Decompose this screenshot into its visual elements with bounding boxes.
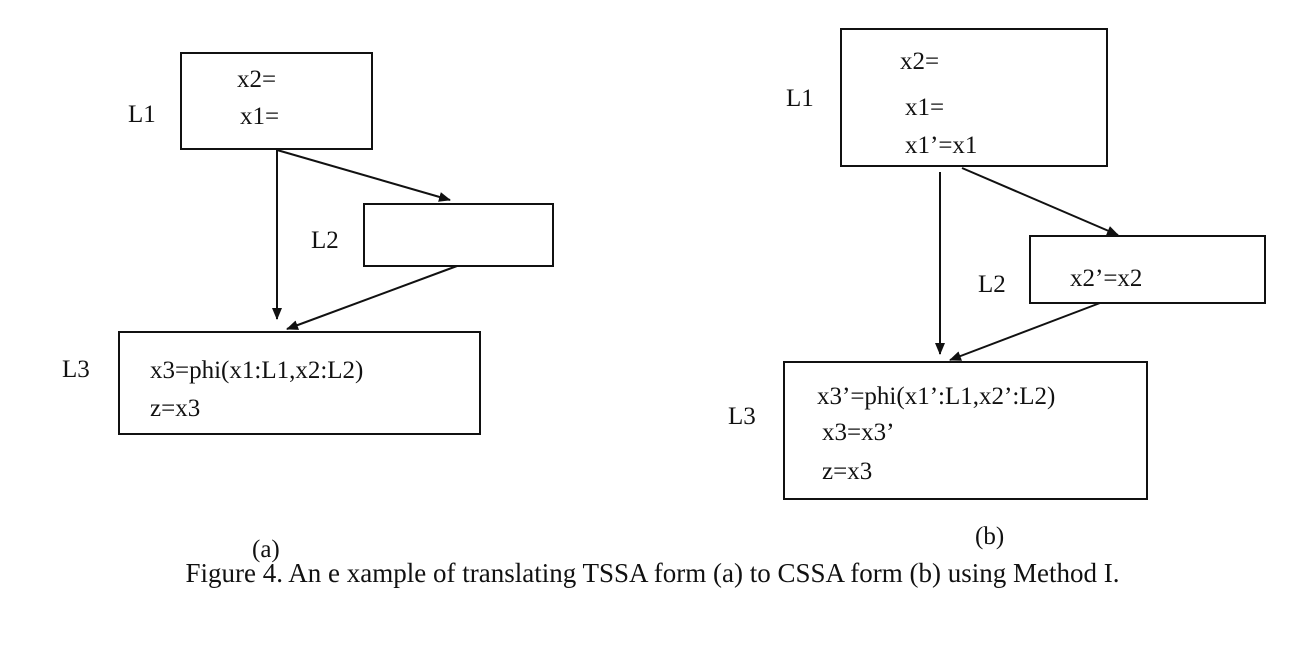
edge-b-l1-l2 [961, 167, 1119, 236]
block-b-l1 [840, 28, 1108, 167]
block-a-l1-line-2: x1= [240, 103, 280, 130]
block-a-l3-line-1: x3=phi(x1:L1,x2:L2) [150, 357, 364, 384]
block-a-l2 [363, 203, 554, 267]
block-b-l1-label: L1 [786, 85, 814, 112]
block-b-l2-line-1: x2’=x2 [1070, 265, 1143, 292]
block-b-l3 [783, 361, 1148, 500]
block-b-l3-line-3: z=x3 [822, 458, 873, 485]
block-b-l3-line-1: x3’=phi(x1’:L1,x2’:L2) [817, 383, 1056, 410]
edge-b-l2-l3 [949, 302, 1101, 361]
block-a-l1-line-1: x2= [237, 66, 277, 93]
block-a-l1 [180, 52, 373, 150]
block-b-l2-label: L2 [978, 271, 1006, 298]
diagram-b-sublabel: (b) [975, 523, 1005, 550]
block-a-l3-label: L3 [62, 356, 90, 383]
figure-caption: Figure 4. An e xample of translating TSS… [185, 558, 1120, 588]
diagram-a-sublabel: (a) [252, 536, 280, 563]
block-b-l1-line-2: x1= [905, 94, 945, 121]
block-b-l3-line-2: x3=x3’ [822, 419, 895, 446]
block-a-l3-line-2: z=x3 [150, 395, 201, 422]
edge-a-l2-l3 [286, 265, 458, 330]
block-a-l2-label: L2 [311, 227, 339, 254]
block-b-l1-line-3: x1’=x1 [905, 132, 978, 159]
block-a-l3 [118, 331, 481, 435]
block-b-l2 [1029, 235, 1266, 304]
edge-a-l1-l2 [276, 149, 451, 202]
block-b-l1-line-1: x2= [900, 48, 940, 75]
block-b-l3-label: L3 [728, 403, 756, 430]
block-a-l1-label: L1 [128, 101, 156, 128]
